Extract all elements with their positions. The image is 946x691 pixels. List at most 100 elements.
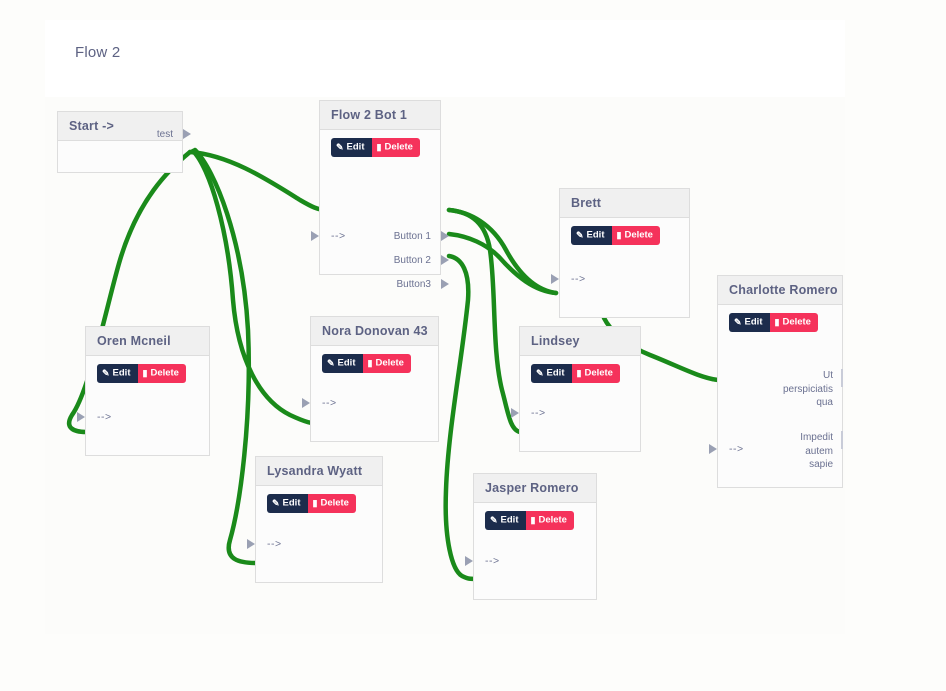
node-brett[interactable]: Brett✎Edit▮Delete--> (551, 188, 690, 318)
edit-button[interactable]: ✎Edit (485, 511, 526, 530)
pencil-square-icon: ✎ (327, 358, 335, 368)
input-port-label[interactable]: --> (729, 443, 744, 455)
edit-button[interactable]: ✎Edit (531, 364, 572, 383)
trash-icon: ▮ (376, 142, 382, 152)
output-port-arrow-icon[interactable] (441, 279, 449, 289)
delete-button-label: Delete (782, 316, 811, 328)
delete-button-label: Delete (624, 229, 653, 241)
node-title: Lindsey (520, 327, 640, 356)
delete-button-label: Delete (150, 367, 179, 379)
edit-button[interactable]: ✎Edit (322, 354, 363, 373)
delete-button[interactable]: ▮Delete (371, 138, 420, 157)
page-title: Flow 2 (75, 44, 121, 61)
node-body: ✎Edit▮Delete--> (247, 486, 382, 580)
delete-button-label: Delete (375, 357, 404, 369)
input-port-arrow-icon[interactable] (247, 539, 255, 549)
trash-icon: ▮ (576, 368, 582, 378)
input-port-label[interactable]: --> (331, 230, 346, 242)
node-body: ✎Edit▮Delete--> (302, 346, 438, 439)
output-port-arrow-icon[interactable] (441, 255, 449, 265)
node-lysandra[interactable]: Lysandra Wyatt✎Edit▮Delete--> (247, 456, 383, 583)
node-jasper[interactable]: Jasper Romero ✎Edit▮Delete --> (465, 473, 597, 600)
delete-button[interactable]: ▮Delete (362, 354, 411, 373)
delete-button[interactable]: ▮Delete (525, 511, 574, 530)
input-port-label[interactable]: --> (485, 555, 500, 567)
input-port-arrow-icon[interactable] (511, 408, 519, 418)
node-start[interactable]: Start ->test (57, 111, 191, 173)
delete-button-label: Delete (320, 497, 349, 509)
node-actions: ✎Edit▮Delete (256, 494, 382, 513)
node-body: ✎Edit▮Delete--> (77, 356, 209, 453)
node-actions: ✎Edit▮Delete (560, 226, 689, 245)
input-port-arrow-icon[interactable] (311, 231, 319, 241)
delete-button-label: Delete (384, 141, 413, 153)
output-port-label[interactable]: Button 1 (393, 231, 431, 242)
node-lindsey[interactable]: Lindsey✎Edit▮Delete--> (511, 326, 641, 452)
delete-button[interactable]: ▮Delete (769, 313, 818, 332)
node-nora[interactable]: Nora Donovan 43✎Edit▮Delete--> (302, 316, 439, 442)
edit-button[interactable]: ✎Edit (571, 226, 612, 245)
pencil-square-icon: ✎ (536, 368, 544, 378)
input-port-arrow-icon[interactable] (465, 556, 473, 566)
input-port-label[interactable]: --> (267, 538, 282, 550)
trash-icon: ▮ (367, 358, 373, 368)
output-port-label[interactable]: Button3 (396, 279, 431, 290)
delete-button[interactable]: ▮Delete (571, 364, 620, 383)
node-title: Charlotte Romero (718, 276, 842, 305)
delete-button[interactable]: ▮Delete (307, 494, 356, 513)
output-port-label[interactable]: test (156, 129, 173, 140)
edit-button-label: Edit (346, 141, 365, 153)
node-title: Oren Mcneil (86, 327, 209, 356)
output-port-handle[interactable] (841, 431, 843, 449)
output-port-arrow-icon[interactable] (183, 129, 191, 139)
output-port-label[interactable]: Ut perspiciatis qua (782, 370, 833, 408)
node-actions: ✎Edit▮Delete (311, 354, 438, 373)
node-title: Brett (560, 189, 689, 218)
trash-icon: ▮ (774, 317, 780, 327)
input-port-arrow-icon[interactable] (709, 444, 717, 454)
trash-icon: ▮ (142, 368, 148, 378)
output-port-arrow-icon[interactable] (441, 231, 449, 241)
edit-button-label: Edit (546, 367, 565, 379)
node-actions: ✎Edit▮Delete (718, 313, 842, 332)
node-charlotte[interactable]: Charlotte Romero✎Edit▮Delete-->Ut perspi… (709, 275, 843, 488)
output-port-label[interactable]: Impedit autem sapie (800, 432, 833, 470)
edit-button-label: Edit (500, 514, 519, 526)
output-port-label[interactable]: Button 2 (393, 255, 431, 266)
node-oren[interactable]: Oren Mcneil✎Edit▮Delete--> (77, 326, 210, 456)
input-port-label[interactable]: --> (97, 411, 112, 423)
output-port-handle[interactable] (841, 369, 843, 387)
node-actions: ✎Edit▮Delete (320, 138, 440, 157)
input-port-label[interactable]: --> (322, 397, 337, 409)
node-title: Start -> (58, 112, 182, 141)
edit-button[interactable]: ✎Edit (97, 364, 138, 383)
node-actions: ✎Edit▮Delete (474, 511, 596, 530)
edit-button[interactable]: ✎Edit (331, 138, 372, 157)
delete-button[interactable]: ▮Delete (137, 364, 186, 383)
input-port-label[interactable]: --> (531, 407, 546, 419)
input-port-arrow-icon[interactable] (302, 398, 310, 408)
trash-icon: ▮ (530, 515, 536, 525)
input-port-arrow-icon[interactable] (551, 274, 559, 284)
pencil-square-icon: ✎ (272, 498, 280, 508)
node-body: test (58, 129, 191, 170)
edit-button[interactable]: ✎Edit (267, 494, 308, 513)
input-port-label[interactable]: --> (571, 273, 586, 285)
pencil-square-icon: ✎ (576, 230, 584, 240)
node-title: Jasper Romero (474, 474, 596, 503)
input-port-arrow-icon[interactable] (77, 412, 85, 422)
node-title: Nora Donovan 43 (311, 317, 438, 346)
node-body: ✎Edit▮Delete --> (465, 503, 596, 597)
node-title: Flow 2 Bot 1 (320, 101, 440, 130)
delete-button[interactable]: ▮Delete (611, 226, 660, 245)
node-actions: ✎Edit▮Delete (520, 364, 640, 383)
edit-button[interactable]: ✎Edit (729, 313, 770, 332)
trash-icon: ▮ (312, 498, 318, 508)
trash-icon: ▮ (616, 230, 622, 240)
edit-button-label: Edit (112, 367, 131, 379)
edit-button-label: Edit (282, 497, 301, 509)
